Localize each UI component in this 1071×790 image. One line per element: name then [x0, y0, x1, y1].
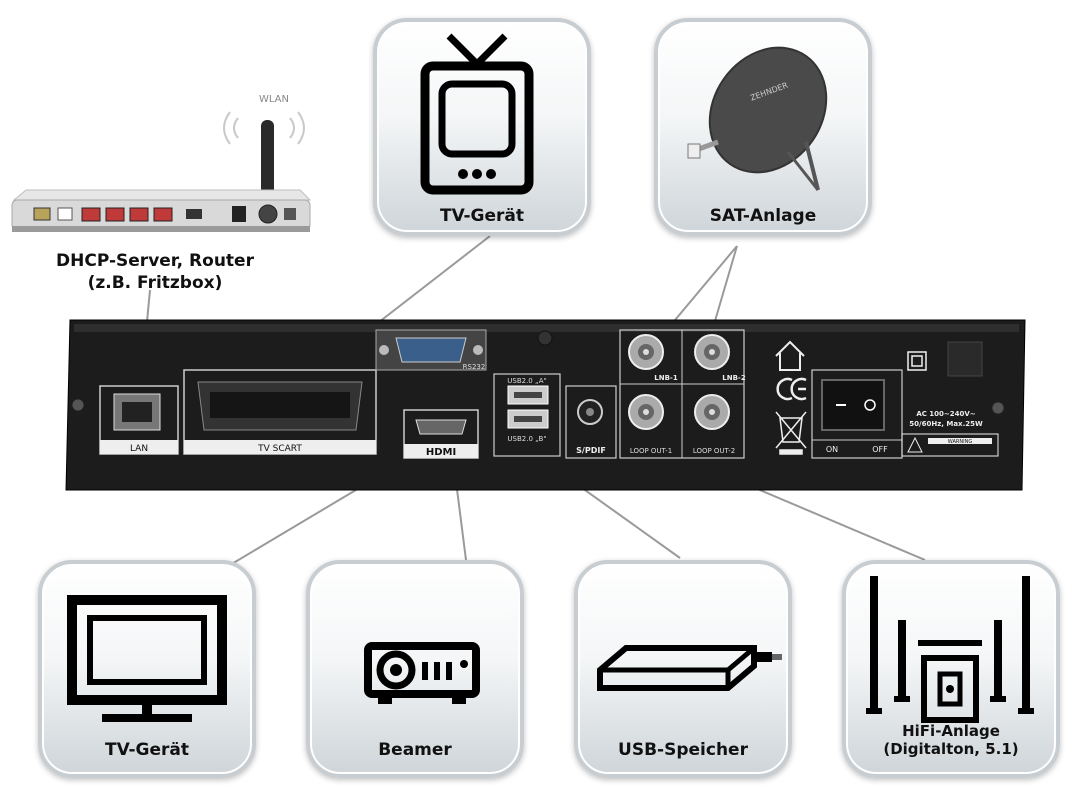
hdmi-port	[403, 409, 479, 459]
tile-usb: USB-Speicher	[574, 560, 792, 778]
rs232-port-label: RS232	[463, 363, 486, 371]
tile-tv-bottom: TV-Gerät	[38, 560, 256, 778]
router-illustration: WLAN	[11, 94, 312, 232]
rs232-port	[375, 329, 487, 371]
router-caption: DHCP-Server, Router (z.B. Fritzbox)	[20, 250, 290, 294]
double-insulation-icon	[907, 351, 927, 371]
router-caption-line2: (z.B. Fritzbox)	[87, 273, 223, 293]
usb-b-label: USB2.0 „B"	[507, 435, 546, 443]
monitor-icon	[67, 595, 227, 722]
spdif-port-label: S/PDIF	[576, 446, 606, 455]
tile-tv-top: TV-Gerät	[373, 18, 591, 236]
tile-sat-label: SAT-Anlage	[709, 206, 817, 226]
power-inlet	[947, 341, 983, 377]
speakers-icon	[866, 576, 1034, 723]
power-rating-line2: 50/60Hz, Max.25W	[909, 420, 983, 428]
spdif-port	[565, 385, 617, 459]
receiver-back-panel: LAN TV SCART RS232 HDMI	[65, 319, 1026, 491]
ce-mark-icon	[776, 377, 807, 401]
loop2-label: LOOP OUT-2	[693, 447, 735, 455]
tile-sat: ZEHNDER SAT-Anlage	[654, 18, 872, 236]
tile-hifi-label-line2: (Digitalton, 5.1)	[883, 740, 1019, 758]
scart-port-label: TV SCART	[257, 444, 302, 454]
tile-beamer-label: Beamer	[378, 740, 452, 760]
tile-hifi-label-line1: HiFi-Anlage	[902, 722, 1000, 740]
tile-hifi: HiFi-Anlage (Digitalton, 5.1)	[842, 560, 1060, 778]
weee-bin-icon	[775, 411, 807, 455]
tile-beamer: Beamer	[306, 560, 524, 778]
usb-ports	[493, 373, 561, 457]
wlan-label: WLAN	[259, 94, 289, 105]
tile-usb-label: USB-Speicher	[618, 740, 748, 760]
scart-port	[183, 369, 377, 455]
lnb2-label: LNB-2	[722, 374, 746, 382]
usb-a-label: USB2.0 „A"	[507, 377, 547, 385]
router-lan-port	[81, 207, 101, 222]
switch-on-label: ON	[826, 445, 838, 454]
lan-port	[99, 385, 179, 455]
warning-text: WARNING	[948, 439, 973, 445]
tile-tv-top-label: TV-Gerät	[439, 206, 525, 226]
switch-off-label: OFF	[872, 445, 888, 454]
lnb1-label: LNB-1	[654, 374, 678, 382]
router-antenna	[261, 120, 274, 212]
loop1-label: LOOP OUT-1	[630, 447, 672, 455]
retro-tv-icon	[420, 33, 534, 195]
hdmi-port-label: HDMI	[426, 447, 456, 458]
house-icon	[775, 340, 805, 371]
lnb-connectors	[619, 329, 745, 459]
usb-drive-icon	[597, 645, 782, 691]
projector-icon	[364, 642, 480, 704]
power-switch	[811, 369, 903, 459]
tile-hifi-label: HiFi-Anlage (Digitalton, 5.1)	[846, 722, 1056, 758]
satellite-dish-icon: ZEHNDER	[687, 46, 828, 191]
tile-tv-bottom-label: TV-Gerät	[104, 740, 190, 760]
router-dsl-port	[33, 207, 51, 221]
router-caption-line1: DHCP-Server, Router	[56, 251, 254, 271]
lan-port-label: LAN	[130, 444, 148, 454]
power-rating-line1: AC 100~240V~	[916, 410, 975, 418]
warning-label	[901, 433, 999, 457]
wifi-signal-icon	[223, 111, 305, 145]
